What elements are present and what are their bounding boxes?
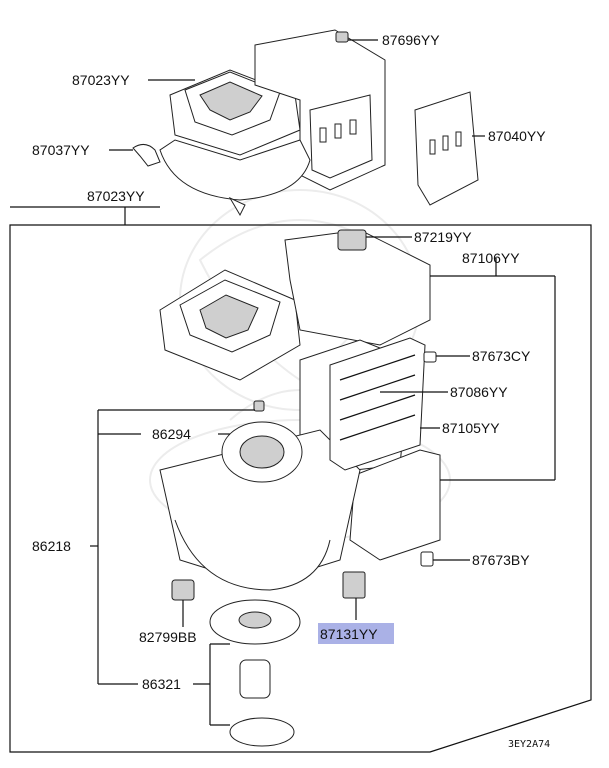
label-87673by[interactable]: 87673BY xyxy=(472,552,530,568)
label-87106yy[interactable]: 87106YY xyxy=(462,250,520,266)
label-87219yy[interactable]: 87219YY xyxy=(414,229,472,245)
label-86321[interactable]: 86321 xyxy=(142,676,181,692)
connector-87219-shape xyxy=(337,229,367,251)
label-87673cy[interactable]: 87673CY xyxy=(472,348,531,364)
label-86218[interactable]: 86218 xyxy=(32,538,71,554)
label-87037yy[interactable]: 87037YY xyxy=(32,142,90,158)
label-87131yy-highlight xyxy=(318,623,394,644)
label-87105yy[interactable]: 87105YY xyxy=(442,420,500,436)
resistor-87131-shape xyxy=(342,571,366,599)
heater-unit-top xyxy=(159,29,386,217)
drain-hose-87037-shape xyxy=(132,144,161,167)
label-86294[interactable]: 86294 xyxy=(152,426,191,442)
label-87023yy-box[interactable]: 87023YY xyxy=(87,188,145,204)
part-labels: 87696YY 87023YY 87037YY 87040YY 87023YY … xyxy=(32,32,550,750)
label-87696yy[interactable]: 87696YY xyxy=(382,32,440,48)
label-87040yy[interactable]: 87040YY xyxy=(488,128,546,144)
panel-87040-shape xyxy=(414,91,479,206)
evaporator-87105-shape xyxy=(329,337,426,471)
label-87131yy[interactable]: 87131YY xyxy=(320,626,378,642)
clip-87696-shape xyxy=(335,31,349,43)
label-87023yy-top[interactable]: 87023YY xyxy=(72,72,130,88)
clip-87673b-shape xyxy=(420,551,434,567)
blower-fan-86294-shape xyxy=(221,400,303,483)
assembly-frame xyxy=(9,224,592,753)
connector-82799-shape xyxy=(171,579,195,601)
blower-motor-86321-shape xyxy=(209,599,301,747)
label-82799bb[interactable]: 82799BB xyxy=(139,629,197,645)
clip-87673c-shape xyxy=(423,351,437,363)
label-87086yy[interactable]: 87086YY xyxy=(450,384,508,400)
diagram-code: 3EY2A74 xyxy=(508,739,550,750)
leader-lines xyxy=(10,39,556,726)
